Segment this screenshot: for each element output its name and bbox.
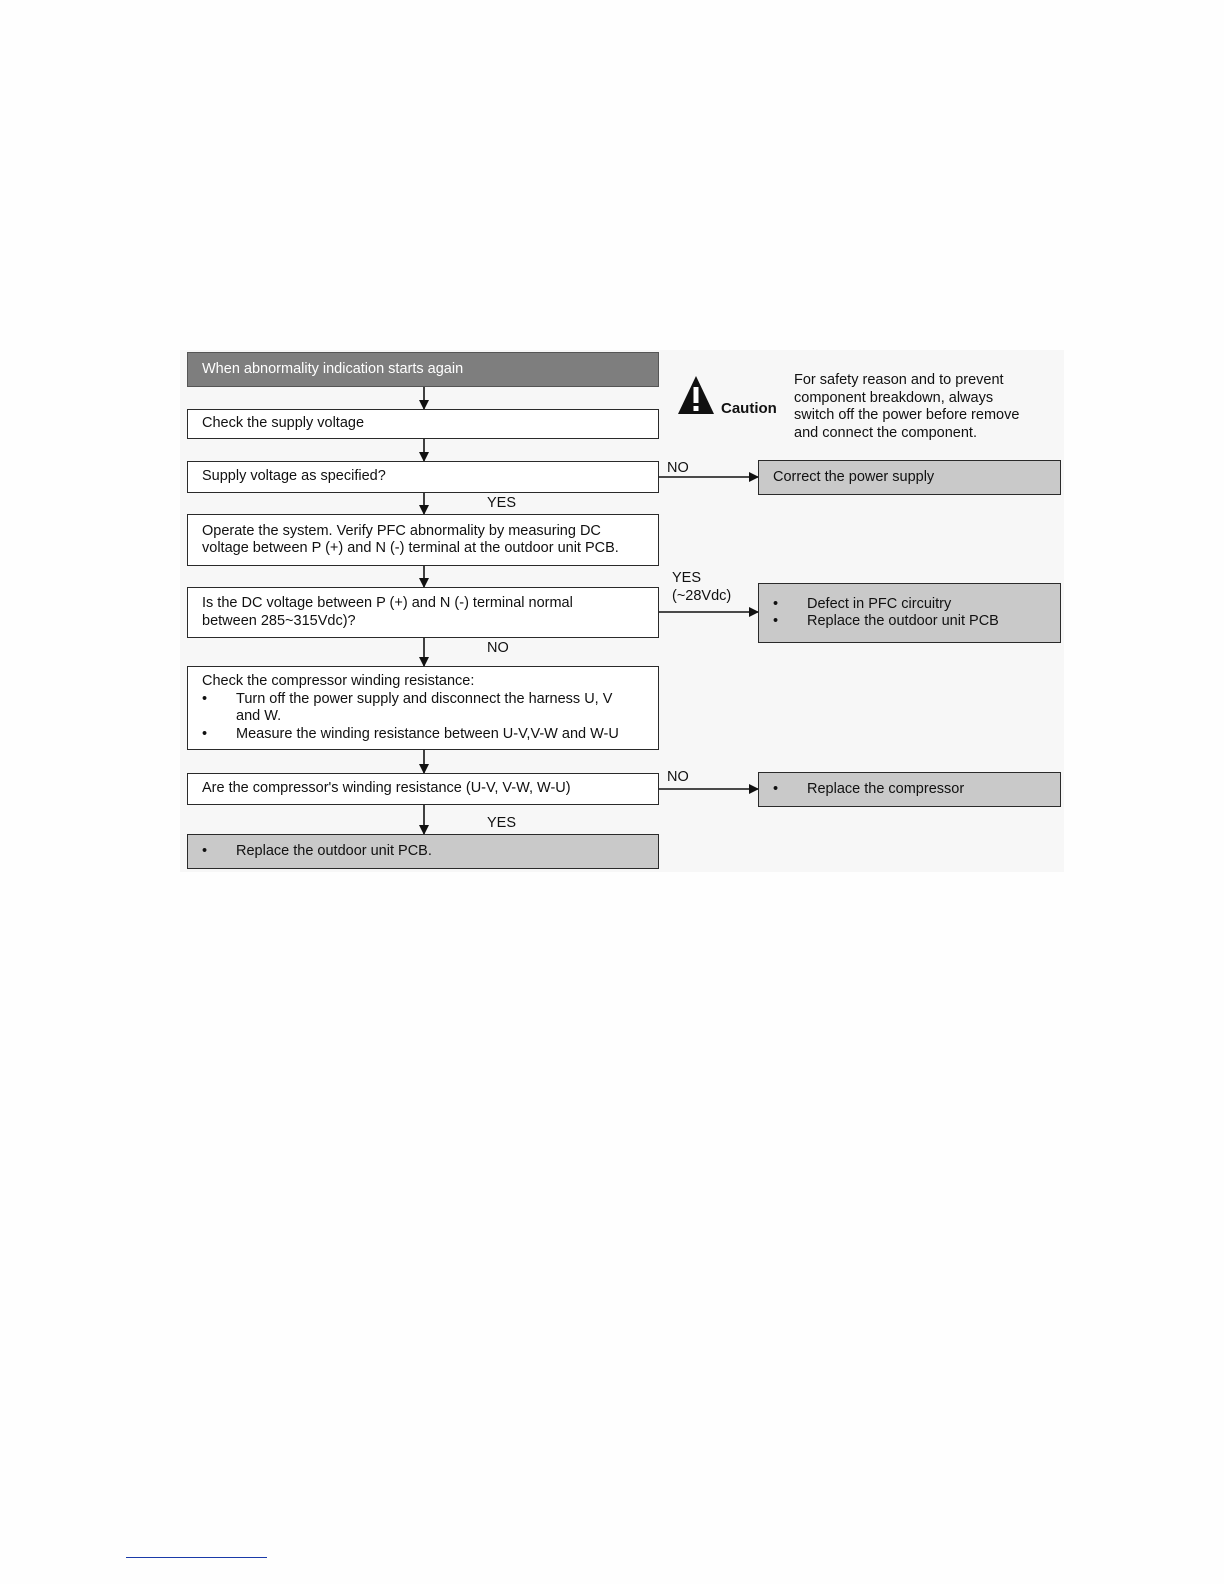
pfc-action-item: • Replace the outdoor unit PCB bbox=[773, 613, 1046, 631]
branch-label-yes: YES bbox=[672, 570, 702, 586]
pfc-actions-node: • Defect in PFC circuitry • Replace the … bbox=[758, 583, 1061, 643]
operate-system-node: Operate the system. Verify PFC abnormali… bbox=[187, 514, 659, 566]
bullet-dot: • bbox=[773, 595, 779, 612]
winding-bullet-1-line-2: and W. bbox=[236, 708, 282, 724]
bullet-dot: • bbox=[202, 690, 208, 707]
winding-question-text: Are the compressor's winding resistance … bbox=[202, 780, 571, 797]
caution-title: Caution bbox=[721, 400, 777, 417]
dc-question-line-2: between 285~315Vdc)? bbox=[202, 612, 356, 629]
footer-divider bbox=[126, 1557, 267, 1558]
correct-power-text: Correct the power supply bbox=[773, 468, 935, 485]
bullet-dot: • bbox=[202, 842, 208, 859]
supply-question-text: Supply voltage as specified? bbox=[202, 468, 386, 485]
winding-check-heading: Check the compressor winding resistance: bbox=[202, 673, 475, 689]
bullet-dot: • bbox=[202, 725, 208, 742]
check-supply-text: Check the supply voltage bbox=[202, 415, 365, 432]
operate-system-line-2: voltage between P (+) and N (-) terminal… bbox=[202, 540, 619, 556]
winding-bullet-1-line-1: Turn off the power supply and disconnect… bbox=[236, 690, 613, 707]
dc-question-node: Is the DC voltage between P (+) and N (-… bbox=[187, 587, 659, 638]
operate-system-line-1: Operate the system. Verify PFC abnormali… bbox=[202, 522, 601, 539]
pfc-action-text: Replace the outdoor unit PCB bbox=[807, 613, 999, 629]
final-action-node: • Replace the outdoor unit PCB. bbox=[187, 834, 659, 869]
check-supply-node: Check the supply voltage bbox=[187, 409, 659, 439]
pfc-action-item: • Defect in PFC circuitry bbox=[773, 596, 1046, 614]
caution-line: switch off the power before remove bbox=[794, 407, 1020, 423]
supply-question-node: Supply voltage as specified? bbox=[187, 461, 659, 493]
branch-label-yes: YES bbox=[487, 815, 517, 831]
bullet-dot: • bbox=[773, 780, 779, 797]
correct-power-node: Correct the power supply bbox=[758, 460, 1061, 495]
replace-compressor-text: Replace the compressor bbox=[807, 780, 965, 797]
winding-bullet-1-cont: and W. bbox=[202, 708, 644, 726]
warning-triangle-icon bbox=[678, 376, 714, 414]
caution-text: For safety reason and to prevent compone… bbox=[794, 372, 1054, 442]
start-node: When abnormality indication starts again bbox=[187, 352, 659, 387]
branch-label-yes: YES bbox=[487, 495, 517, 511]
pfc-action-text: Defect in PFC circuitry bbox=[807, 595, 952, 612]
final-action-text: Replace the outdoor unit PCB. bbox=[236, 842, 432, 859]
caution-line: and connect the component. bbox=[794, 424, 977, 441]
winding-bullet-2-text: Measure the winding resistance between U… bbox=[236, 725, 619, 742]
winding-check-node: Check the compressor winding resistance:… bbox=[187, 666, 659, 750]
winding-question-node: Are the compressor's winding resistance … bbox=[187, 773, 659, 805]
start-node-text: When abnormality indication starts again bbox=[202, 360, 464, 377]
bullet-dot: • bbox=[773, 613, 779, 629]
caution-line: component breakdown, always bbox=[794, 389, 994, 406]
replace-compressor-node: • Replace the compressor bbox=[758, 772, 1061, 807]
caution-line: For safety reason and to prevent bbox=[794, 372, 1004, 388]
branch-label-no: NO bbox=[487, 640, 509, 656]
branch-label-yes-note: (~28Vdc) bbox=[672, 588, 732, 604]
dc-question-line-1: Is the DC voltage between P (+) and N (-… bbox=[202, 595, 573, 611]
winding-bullet-1: • Turn off the power supply and disconne… bbox=[202, 691, 644, 709]
branch-label-no: NO bbox=[667, 769, 689, 785]
branch-label-no: NO bbox=[667, 460, 689, 476]
winding-bullet-2: • Measure the winding resistance between… bbox=[202, 726, 644, 744]
